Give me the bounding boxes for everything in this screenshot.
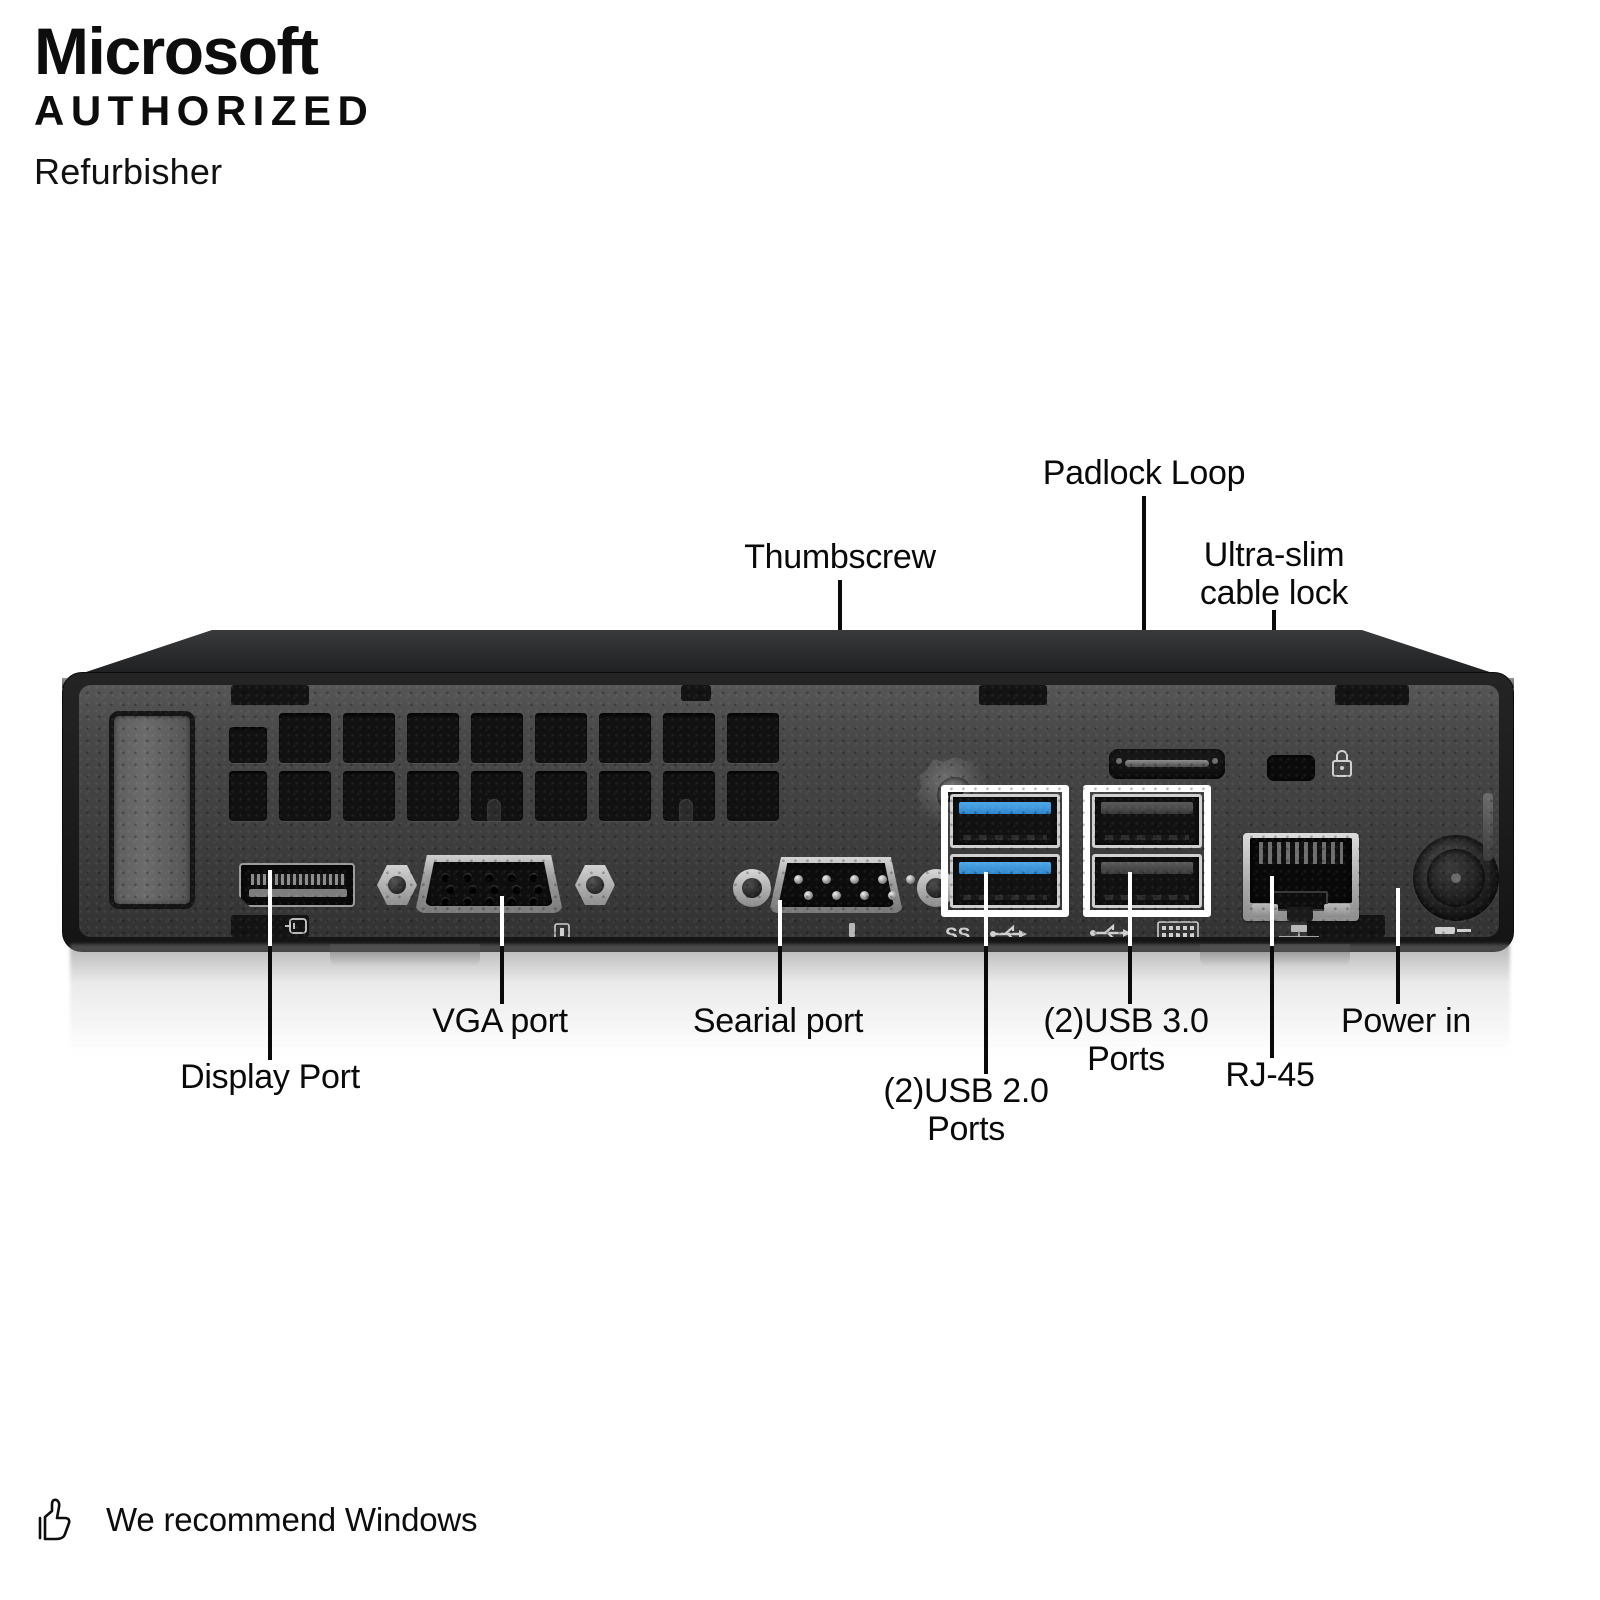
padlock-loop-icon[interactable] [1109,749,1225,779]
callout-label-power-in: Power in [1341,1002,1471,1040]
leader-usb2-black [984,946,988,1074]
serial-pin-row-1 [794,875,915,884]
callout-label-usb3-ports: (2)USB 3.0 Ports [1043,1002,1209,1079]
top-clip-tab [681,685,711,701]
serial-icon [849,923,855,937]
displayport-connector[interactable] [239,863,355,907]
leader-dp-black [268,946,272,1060]
side-bracket-panel [109,711,195,909]
vga-connector[interactable] [415,855,563,913]
top-clip-tab [979,685,1047,705]
usb3-port-1[interactable] [950,794,1060,848]
leader-usb3-white [1128,872,1132,946]
power-icon [1435,927,1471,934]
rj45-contact-pins [1259,842,1343,864]
mini-pc-chassis: SS [62,628,1514,952]
vent-hook-tab [679,799,693,821]
lock-icon [1332,750,1352,777]
usb3-tongue [959,862,1051,874]
badge-refurbisher-line: Refurbisher [34,151,223,193]
leader-power-black [1396,946,1400,1004]
callout-label-cable-lock: Ultra-slim cable lock [1199,536,1349,613]
leader-serial-white [778,900,782,946]
usb2-port-2[interactable] [1092,854,1202,908]
usb3-highlight-box [941,785,1069,917]
usb3-contacts [963,895,1047,900]
callout-label-thumbscrew: Thumbscrew [744,538,936,576]
usb-icon [1090,923,1131,937]
leader-rj45-white [1270,876,1274,946]
callout-label-padlock-loop: Padlock Loop [1042,454,1246,492]
vga-pin-row-1 [441,873,538,882]
chassis-bezel: SS [62,672,1514,952]
rj45-led-right [1324,904,1350,917]
vent-grille [229,713,819,821]
callout-label-rj45: RJ-45 [1225,1056,1315,1094]
usb3-contacts [963,835,1047,840]
usb2-contacts [1105,835,1189,840]
leader-serial-black [778,946,782,1004]
leader-rj45-black [1270,946,1274,1058]
vga-screw-post-right [575,865,615,905]
chassis-foot-left [330,944,480,966]
callout-label-display-port: Display Port [180,1058,360,1096]
right-edge-notch [1483,793,1493,861]
rj45-led-left [1252,904,1278,917]
serial-screw-post-left [733,869,771,907]
callout-label-vga-port: VGA port [432,1002,568,1040]
rj45-clip-tab [1287,907,1313,921]
vga-pin-row-3 [441,897,538,906]
usb2-contacts [1105,895,1189,900]
leader-padlock-black [1142,496,1146,682]
leader-usb2-white [984,872,988,946]
top-clip-tab [1335,685,1409,705]
leader-power-white [1396,888,1400,946]
displayport-tongue [249,889,347,897]
usb2-highlight-box [1083,785,1211,917]
leader-usb3-black [1128,946,1132,1004]
serial-cavity [778,863,894,907]
leader-vga-white [500,896,504,946]
network-icon [1278,925,1320,937]
serial-pin-row-2 [804,891,897,900]
svg-text:SS: SS [945,925,970,937]
callout-label-serial-port: Searial port [692,1002,864,1040]
keyboard-icon [1157,921,1199,937]
badge-authorized-line: AUTHORIZED [34,87,375,135]
vent-hook-tab [487,799,501,821]
leader-dp-white [268,870,272,946]
displayport-pins [251,874,345,885]
displayport-icon [285,918,307,934]
callout-label-usb2-ports: (2)USB 2.0 Ports [883,1072,1049,1149]
usb-ss-icon: SS [945,924,1027,937]
thumbs-up-icon [38,1498,71,1541]
vga-screw-post-left [377,865,417,905]
vga-icon [554,923,570,937]
badge-microsoft-line: Microsoft [34,14,319,88]
we-recommend-windows-footer: We recommend Windows [36,1494,478,1546]
leader-vga-black [500,946,504,1004]
rj45-ethernet-port[interactable] [1243,833,1359,921]
cable-lock-slot[interactable] [1267,755,1315,781]
usb3-port-2[interactable] [950,854,1060,908]
usb3-tongue [959,802,1051,814]
usb2-tongue [1101,802,1193,814]
usb2-port-1[interactable] [1092,794,1202,848]
footer-text: We recommend Windows [106,1501,478,1538]
serial-db9-connector[interactable] [769,857,915,913]
chassis-foot-right [1200,944,1350,966]
microsoft-authorized-refurbisher-badge: Microsoft AUTHORIZED Refurbisher [34,14,375,194]
power-jack-center-pin [1451,873,1461,883]
chassis-rear-face: SS [79,685,1499,937]
top-clip-tab [231,685,309,705]
vga-pin-row-2 [446,885,543,894]
usb2-tongue [1101,862,1193,874]
padlock-loop-bar [1125,760,1209,767]
